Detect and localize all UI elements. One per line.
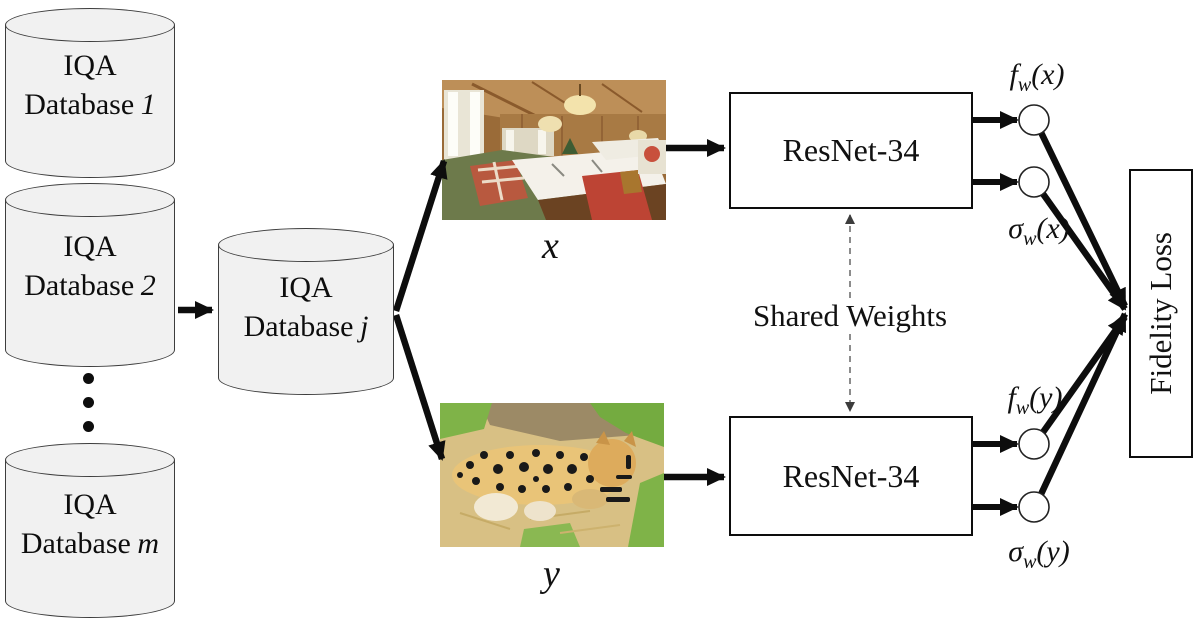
fn-symbol: σ: [1008, 212, 1024, 245]
fn-symbol: f: [1009, 58, 1018, 91]
output-label-fwy: fw(y): [980, 381, 1090, 420]
image-x-label: x: [542, 225, 559, 267]
small-tree: [562, 138, 578, 154]
sample-image-x: [442, 80, 666, 220]
leopard-paw: [474, 493, 518, 521]
line-fwx-to-loss: [1033, 120, 1128, 308]
sample-image-y: [440, 403, 664, 547]
neuron-sigwy: [1018, 491, 1050, 523]
resnet-box-top: ResNet-34: [729, 92, 973, 209]
database-j-line1: IQA: [279, 271, 333, 304]
output-label-fwx: fw(x): [982, 58, 1092, 97]
fn-symbol: σ: [1008, 535, 1024, 568]
database-word: Database: [24, 269, 135, 302]
database-word: Database: [243, 310, 354, 343]
cylinder-cap: [5, 8, 175, 42]
line-sigwx-to-loss: [1033, 182, 1128, 311]
database-1-line1: IQA: [63, 49, 117, 82]
cylinder-body: [5, 200, 175, 350]
database-m-line1: IQA: [63, 488, 117, 521]
output-label-sigwx: σw(x): [984, 212, 1094, 251]
arrow-dbj-to-x: [392, 159, 448, 312]
fidelity-loss-label: Fidelity Loss: [1143, 232, 1178, 395]
hanging-lamp: [564, 95, 596, 115]
cylinder-cap: [5, 443, 175, 477]
neuron-sigwx: [1018, 166, 1050, 198]
fidelity-loss-box: Fidelity Loss: [1129, 169, 1193, 458]
fn-subscript: w: [1023, 551, 1037, 573]
arrow-dbj-to-y: [392, 314, 446, 461]
fn-argument: (y): [1036, 535, 1070, 568]
cylinder-body: [218, 245, 394, 378]
database-index: 1: [140, 88, 156, 121]
fn-argument: (x): [1031, 58, 1065, 91]
database-index: m: [137, 527, 160, 560]
vertical-ellipsis: [83, 373, 94, 445]
ellipsis-dot: [83, 397, 94, 408]
fn-symbol: f: [1007, 381, 1016, 414]
database-index: j: [360, 310, 369, 343]
output-label-sigwy: σw(y): [984, 535, 1094, 574]
database-index: 2: [140, 269, 156, 302]
leopard-spots: [457, 449, 632, 502]
fn-subscript: w: [1017, 74, 1032, 96]
ellipsis-dot: [83, 421, 94, 432]
fn-subscript: w: [1023, 228, 1037, 250]
ellipsis-dot: [83, 373, 94, 384]
grass: [440, 403, 492, 439]
fn-subscript: w: [1015, 397, 1030, 419]
cylinder-body: [5, 460, 175, 601]
resnet-top-label: ResNet-34: [782, 132, 920, 168]
resnet-box-bottom: ResNet-34: [729, 416, 973, 536]
database-2-line1: IQA: [63, 230, 117, 263]
line-sigwy-to-loss: [1033, 312, 1128, 507]
database-word: Database: [24, 88, 135, 121]
cylinder-cap: [5, 183, 175, 217]
resnet-bottom-label: ResNet-34: [782, 457, 920, 494]
cylinder-cap: [218, 228, 394, 262]
neuron-fwx: [1018, 104, 1050, 136]
cylinder-body: [5, 25, 175, 161]
database-word: Database: [20, 527, 131, 560]
fn-argument: (y): [1029, 381, 1063, 414]
shared-weights-label: Shared Weights: [752, 298, 948, 333]
neuron-fwy: [1018, 428, 1050, 460]
fn-argument: (x): [1036, 212, 1070, 245]
image-y-label: y: [543, 553, 560, 595]
line-fwy-to-loss: [1033, 315, 1128, 444]
